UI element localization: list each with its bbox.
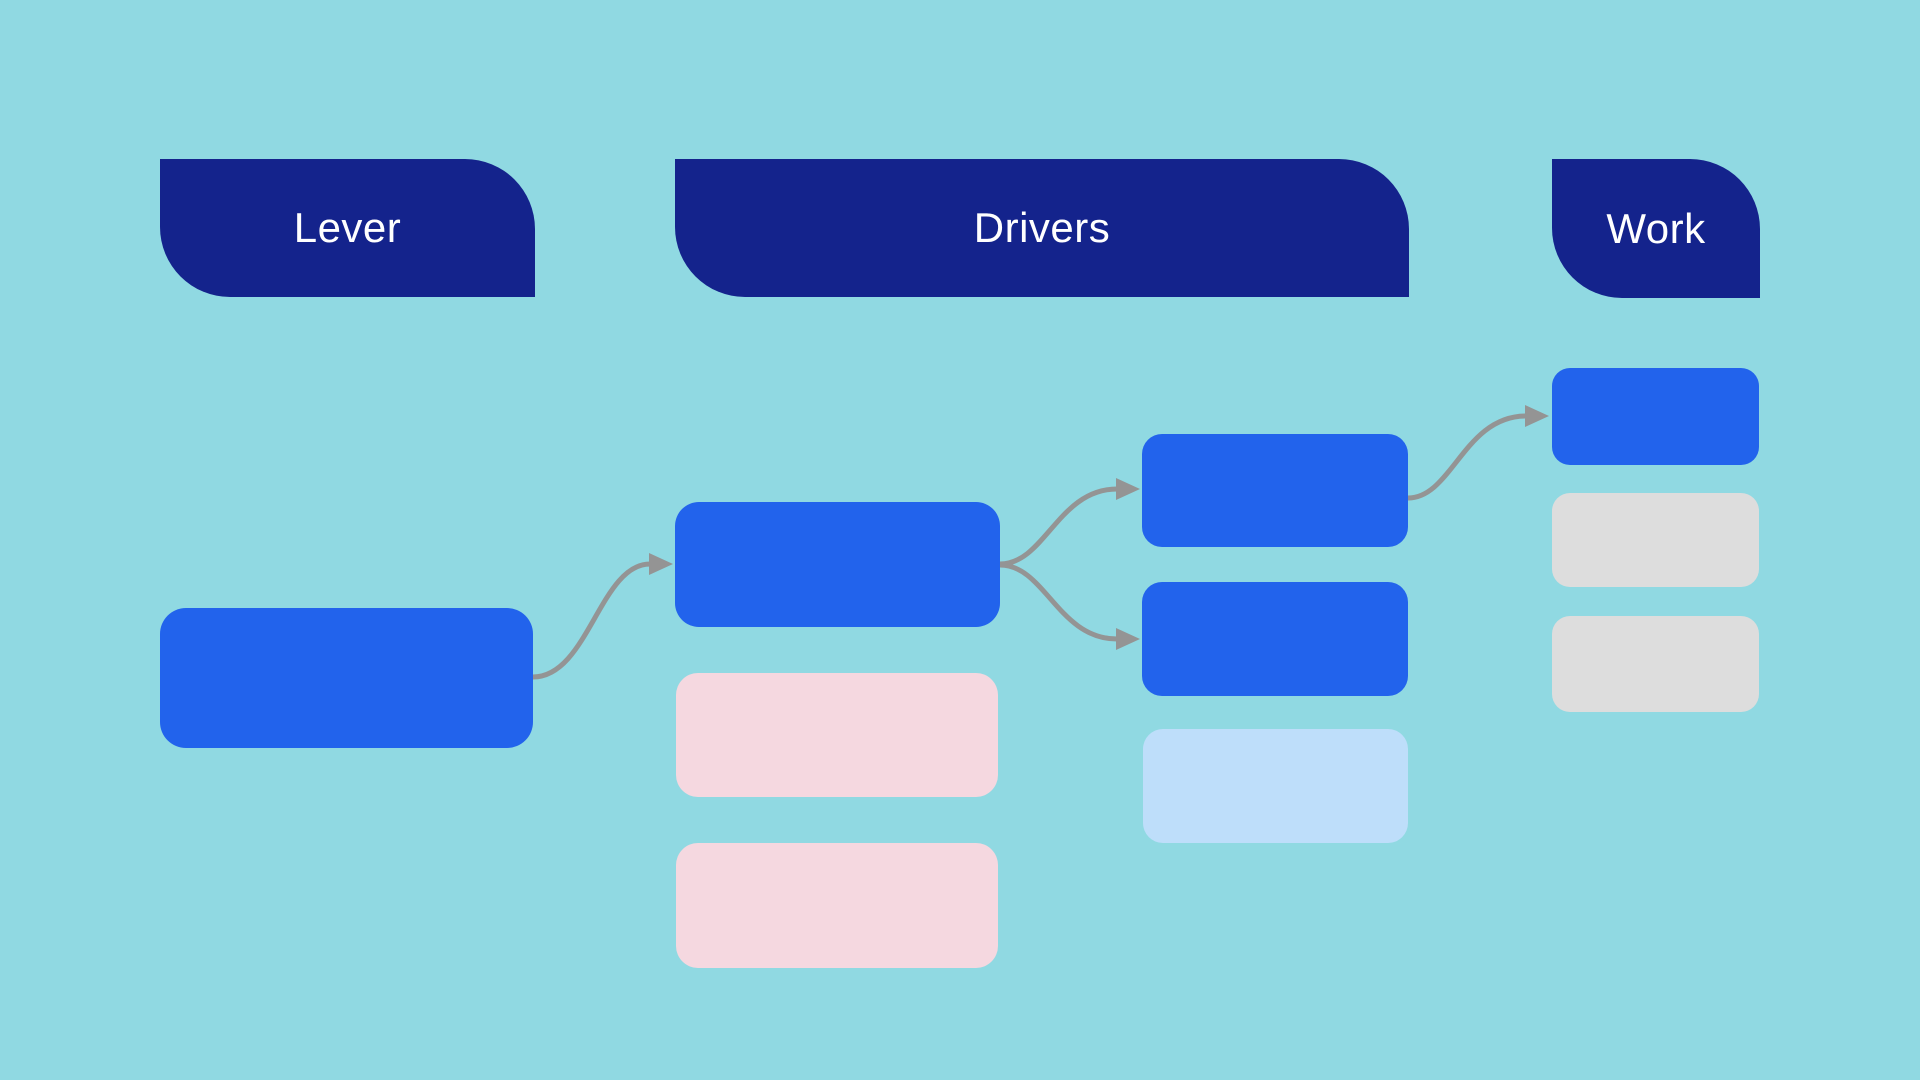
column-header-work-label: Work: [1606, 204, 1706, 252]
work-placeholder-gray-1: [1552, 493, 1759, 587]
column-header-drivers: Drivers: [675, 159, 1409, 297]
column-header-drivers-label: Drivers: [973, 204, 1111, 251]
subdriver-node-2: [1142, 582, 1408, 696]
column-header-work: Work: [1552, 159, 1760, 298]
arrow-driver-to-subdriver-2: [999, 562, 1140, 650]
column-header-lever-label: Lever: [293, 204, 402, 251]
column-header-lever: Lever: [160, 159, 535, 297]
driver-placeholder-pink-1: [676, 673, 998, 797]
work-placeholder-gray-2: [1552, 616, 1759, 712]
subdriver-node-1: [1142, 434, 1408, 547]
lever-node: [160, 608, 533, 748]
arrow-driver-to-subdriver-1: [999, 478, 1140, 567]
driver-node-primary: [675, 502, 1000, 627]
arrow-subdriver-to-work: [1407, 405, 1549, 501]
driver-placeholder-pink-2: [676, 843, 998, 968]
subdriver-placeholder-lightblue: [1143, 729, 1408, 843]
arrow-lever-to-driver: [532, 553, 673, 680]
work-node-primary: [1552, 368, 1759, 465]
